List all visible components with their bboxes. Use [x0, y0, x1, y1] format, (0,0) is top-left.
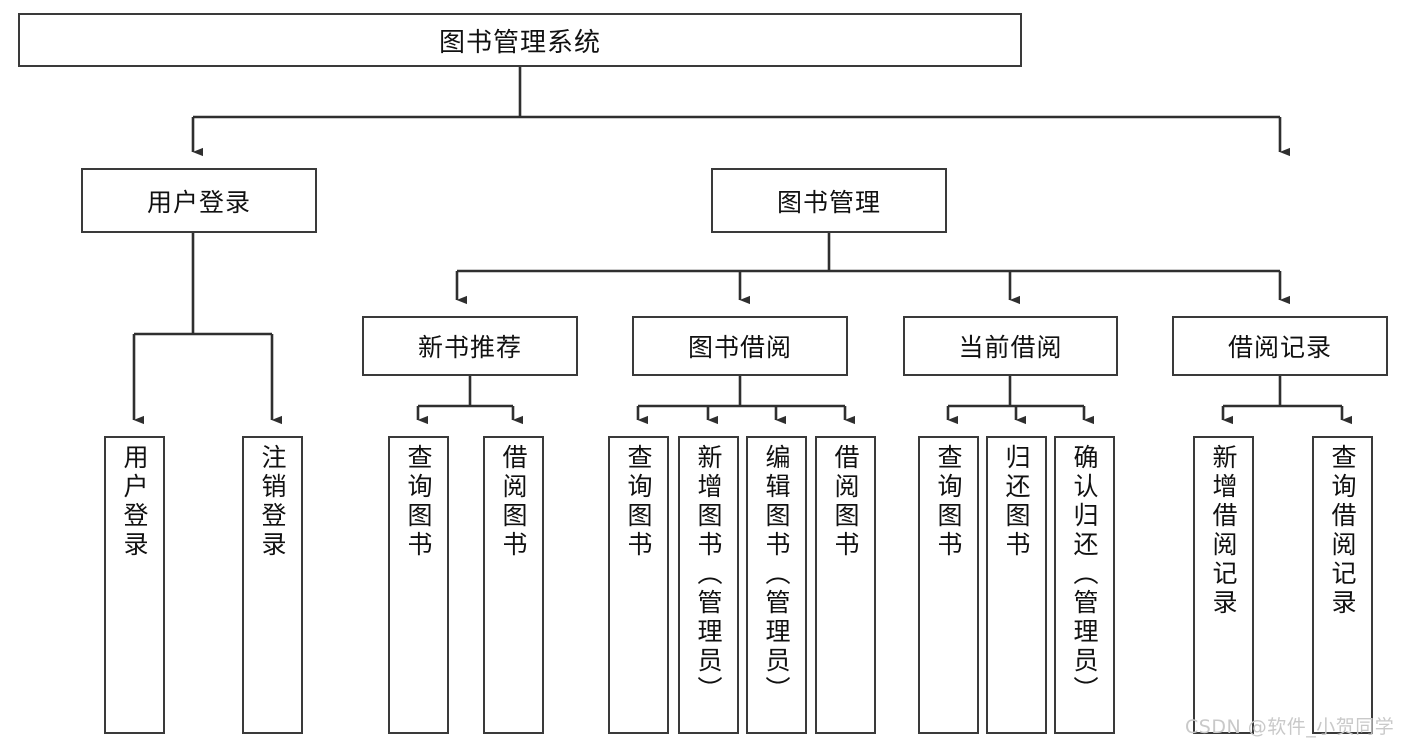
- leaf-recommend-borrow-book[interactable]: 借阅图书: [483, 436, 544, 734]
- watermark-credit: CSDN @软件_小贺同学: [1185, 716, 1395, 738]
- node-book-borrow[interactable]: 图书借阅: [632, 316, 848, 376]
- node-label: 查询图书: [934, 444, 963, 560]
- node-label: 编辑图书（管理员）: [762, 444, 791, 705]
- node-current-borrow[interactable]: 当前借阅: [903, 316, 1118, 376]
- leaf-current-confirm-return-admin[interactable]: 确认归还（管理员）: [1054, 436, 1115, 734]
- leaf-borrow-edit-book-admin[interactable]: 编辑图书（管理员）: [746, 436, 807, 734]
- leaf-borrow-borrow-book[interactable]: 借阅图书: [815, 436, 876, 734]
- node-label: 借阅图书: [831, 444, 860, 560]
- node-label: 新增图书（管理员）: [694, 444, 723, 705]
- leaf-current-return-book[interactable]: 归还图书: [986, 436, 1047, 734]
- leaf-user-logout[interactable]: 注销登录: [242, 436, 303, 734]
- node-label: 用户登录: [120, 444, 149, 560]
- node-borrow-record[interactable]: 借阅记录: [1172, 316, 1388, 376]
- leaf-user-login[interactable]: 用户登录: [104, 436, 165, 734]
- node-label: 借阅图书: [499, 444, 528, 560]
- leaf-record-add-record[interactable]: 新增借阅记录: [1193, 436, 1254, 734]
- node-label: 归还图书: [1002, 444, 1031, 560]
- node-label: 图书管理: [776, 187, 881, 217]
- node-label: 当前借阅: [958, 333, 1063, 362]
- node-root-system[interactable]: 图书管理系统: [18, 13, 1022, 67]
- node-label: 确认归还（管理员）: [1070, 444, 1099, 705]
- leaf-record-query-record[interactable]: 查询借阅记录: [1312, 436, 1373, 734]
- node-label: 借阅记录: [1227, 333, 1332, 362]
- node-label: 新书推荐: [417, 333, 522, 362]
- node-label: 查询图书: [624, 444, 653, 560]
- node-label: 图书借阅: [687, 333, 792, 362]
- node-label: 查询借阅记录: [1328, 444, 1357, 618]
- node-label: 图书管理系统: [438, 27, 601, 58]
- node-new-book-recommend[interactable]: 新书推荐: [362, 316, 578, 376]
- node-book-management[interactable]: 图书管理: [711, 168, 947, 233]
- node-label: 注销登录: [258, 444, 287, 560]
- node-label: 用户登录: [146, 187, 251, 217]
- node-user-login[interactable]: 用户登录: [81, 168, 317, 233]
- node-label: 新增借阅记录: [1209, 444, 1238, 618]
- leaf-current-query-book[interactable]: 查询图书: [918, 436, 979, 734]
- leaf-borrow-add-book-admin[interactable]: 新增图书（管理员）: [678, 436, 739, 734]
- leaf-recommend-query-book[interactable]: 查询图书: [388, 436, 449, 734]
- node-label: 查询图书: [404, 444, 433, 560]
- leaf-borrow-query-book[interactable]: 查询图书: [608, 436, 669, 734]
